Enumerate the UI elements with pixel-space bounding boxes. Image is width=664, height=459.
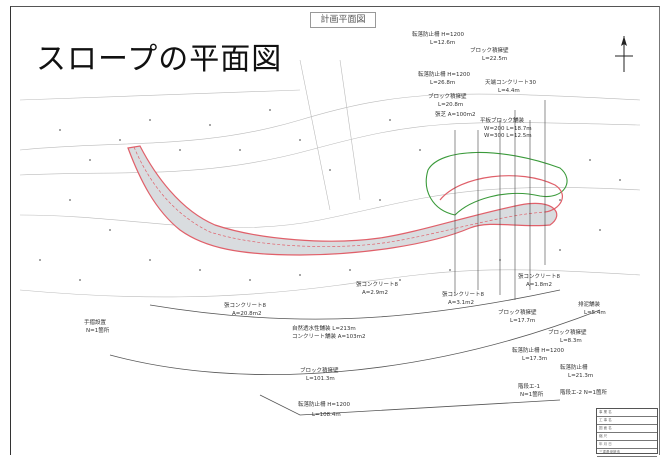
annotation-label: L=4.4m bbox=[498, 88, 520, 94]
annotation-label: L=12.6m bbox=[430, 40, 456, 46]
annotation-label: 張コンクリート8 bbox=[356, 282, 398, 288]
annotation-label: 転落防止柵 bbox=[560, 365, 588, 371]
annotation-label: W=300 L=12.5m bbox=[484, 133, 532, 139]
annotation-label: コンクリート舗装 A=103m2 bbox=[292, 334, 366, 340]
annotation-label: 張芝 A=100m2 bbox=[435, 112, 476, 118]
annotation-label: W=200 L=18.7m bbox=[484, 126, 532, 132]
slope-ramp bbox=[127, 145, 558, 256]
annotation-label: L=20.8m bbox=[438, 102, 464, 108]
annotation-label: L=26.8m bbox=[430, 80, 456, 86]
annotation-label: 平板ブロック舗装 bbox=[480, 118, 525, 124]
title-block-row: 図 面 名 bbox=[597, 425, 657, 433]
title-block-row: 縮 尺 bbox=[597, 433, 657, 441]
annotation-label: L=21.3m bbox=[568, 373, 594, 379]
retaining-walls bbox=[109, 289, 601, 416]
annotation-label: A=2.9m2 bbox=[362, 290, 388, 296]
annotation-label: 自然透水性舗装 L=213m bbox=[292, 326, 356, 332]
annotation-label: 階段エ-2 N=1箇所 bbox=[560, 390, 607, 396]
annotation-label: L=5.4m bbox=[584, 310, 606, 316]
annotation-label: 天端コンクリート30 bbox=[485, 80, 536, 86]
annotation-label: 張コンクリート8 bbox=[224, 303, 266, 309]
planting-area bbox=[425, 151, 568, 216]
annotation-label: ブロック積擁壁 bbox=[498, 310, 537, 316]
annotation-label: 転落防止柵 H=1200 bbox=[298, 402, 350, 408]
title-block-row: 工 事 名 bbox=[597, 417, 657, 425]
sheet-title: 計画平面図 bbox=[310, 12, 376, 28]
annotation-label: 転落防止柵 H=1200 bbox=[512, 348, 564, 354]
annotation-label: L=8.3m bbox=[560, 338, 582, 344]
annotation-label: A=1.8m2 bbox=[526, 282, 552, 288]
annotation-label: ブロック積擁壁 bbox=[428, 94, 467, 100]
annotation-label: ブロック積擁壁 bbox=[470, 48, 509, 54]
leader-lines bbox=[454, 100, 546, 300]
annotation-label: 張コンクリート8 bbox=[442, 292, 484, 298]
annotation-label: L=22.5m bbox=[482, 56, 508, 62]
annotation-label: 張コンクリート8 bbox=[518, 274, 560, 280]
annotation-label: A=3.1m2 bbox=[448, 300, 474, 306]
annotation-label: L=108.4m bbox=[312, 412, 341, 418]
title-block-row: 事 業 名 bbox=[597, 409, 657, 417]
annotation-label: 手摺設置 bbox=[84, 320, 107, 326]
annotation-label: N=1箇所 bbox=[86, 328, 110, 334]
title-block: 事 業 名 工 事 名 図 面 名 縮 尺 年 月 日 三重県伊勢市 bbox=[596, 408, 658, 457]
slope-centerline bbox=[133, 146, 546, 247]
annotation-label: ブロック積擁壁 bbox=[300, 368, 339, 374]
overlay-title: スロープの平面図 bbox=[36, 42, 283, 77]
title-block-row: 年 月 日 bbox=[597, 441, 657, 449]
annotation-label: 階段エ-1 bbox=[518, 384, 540, 390]
north-arrow-icon bbox=[613, 34, 635, 78]
drawing-sheet bbox=[10, 6, 660, 455]
annotation-label: L=17.3m bbox=[522, 356, 548, 362]
annotation-label: 転落防止柵 H=1200 bbox=[418, 72, 470, 78]
contour-lines bbox=[19, 59, 641, 298]
annotation-label: A=20.8m2 bbox=[232, 311, 262, 317]
title-block-row: 三重県伊勢市 bbox=[597, 449, 657, 457]
annotation-label: L=101.3m bbox=[306, 376, 335, 382]
annotation-label: ブロック積擁壁 bbox=[548, 330, 587, 336]
annotation-label: N=1箇所 bbox=[520, 392, 544, 398]
annotation-label: 転落防止柵 H=1200 bbox=[412, 32, 464, 38]
annotation-label: 排泥舗装 bbox=[578, 302, 601, 308]
terrace-edge bbox=[439, 175, 563, 213]
annotation-label: L=17.7m bbox=[510, 318, 536, 324]
survey-points bbox=[39, 109, 621, 281]
